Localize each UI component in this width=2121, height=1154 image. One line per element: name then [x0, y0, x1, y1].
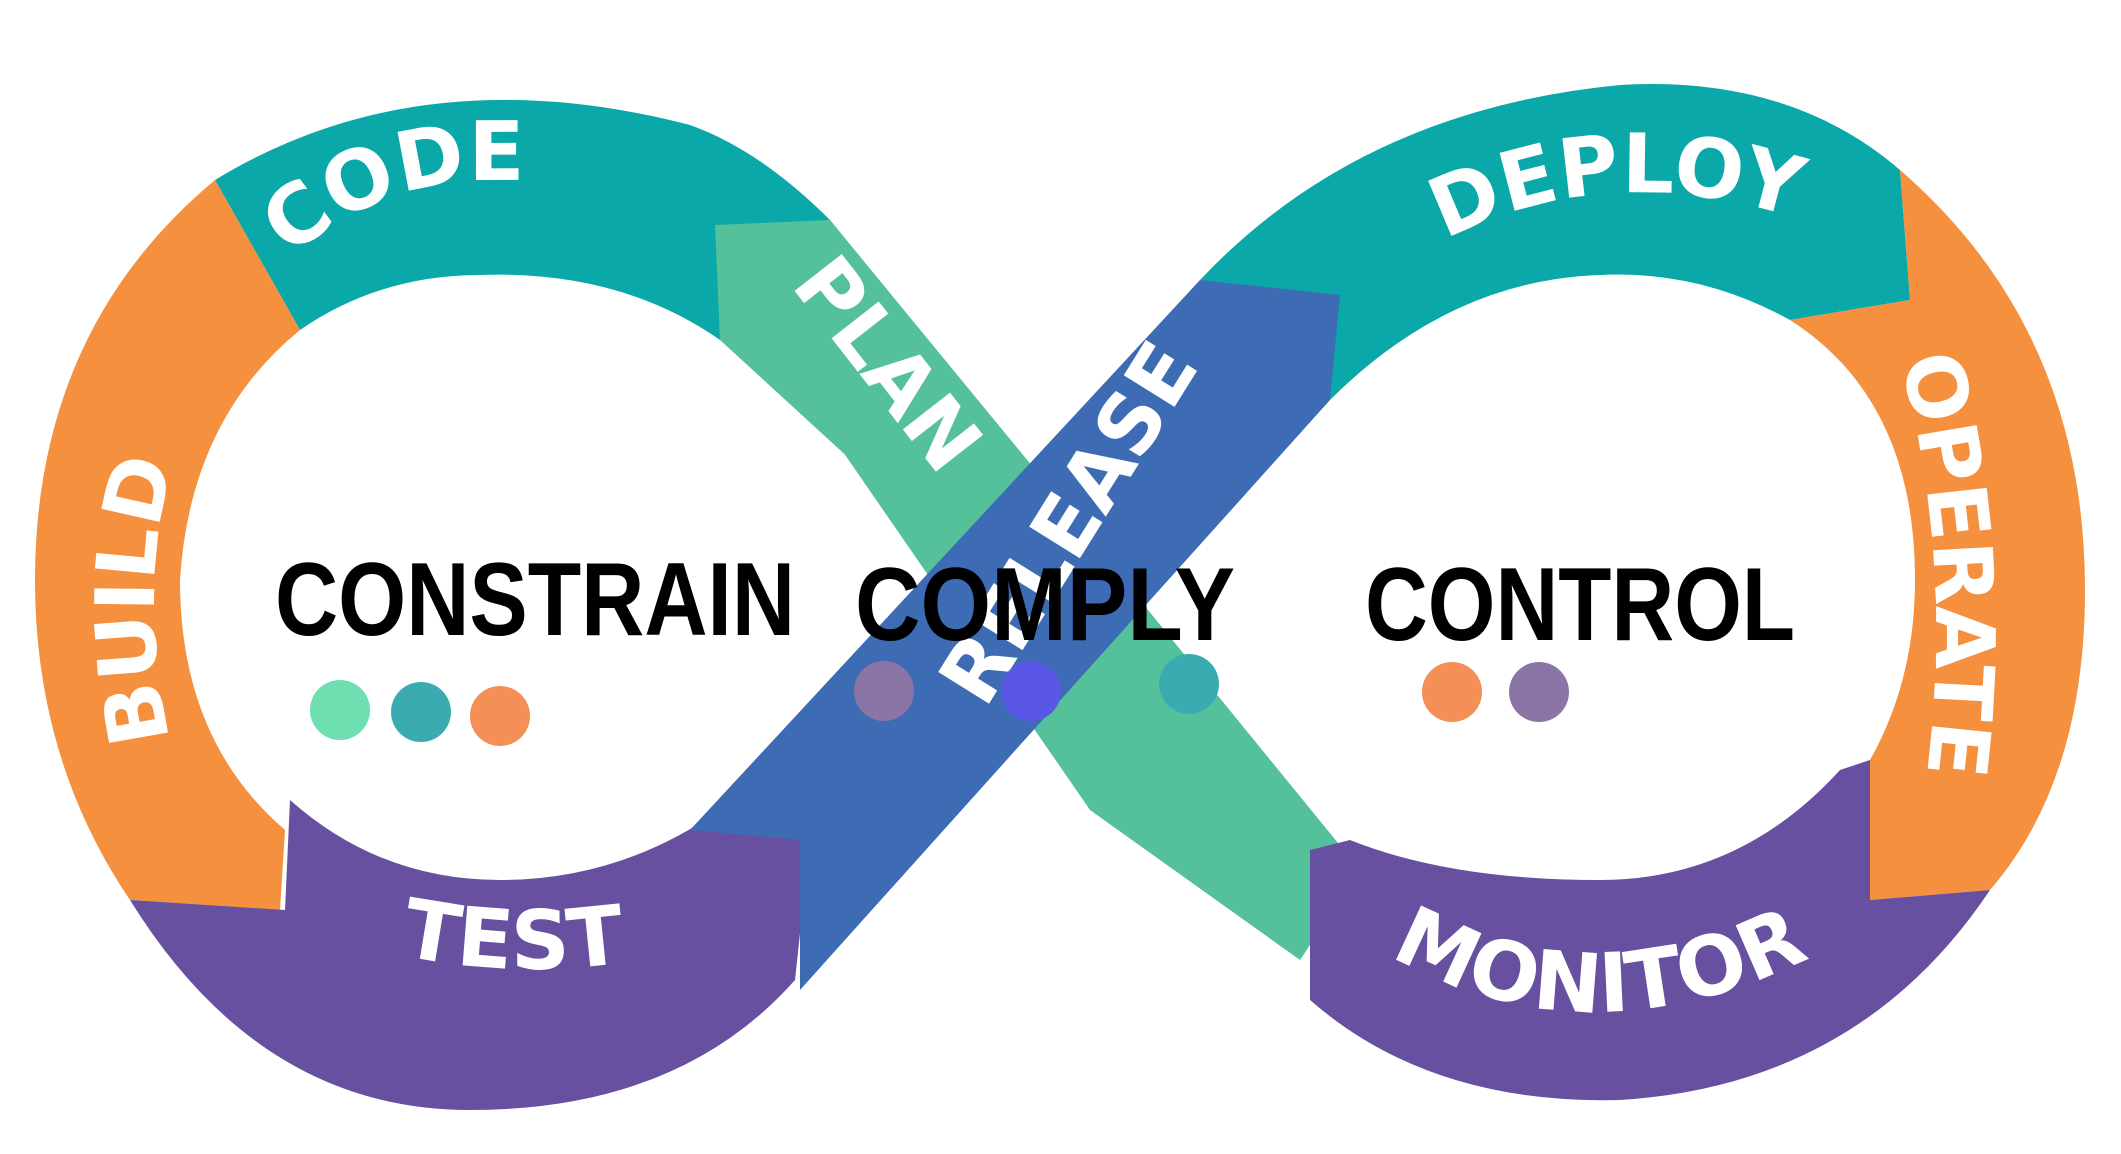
- constrain-dot-2: [391, 682, 451, 742]
- constrain-dot-3: [470, 686, 530, 746]
- comply-dot-2: [1001, 661, 1061, 721]
- control-dot-1: [1422, 662, 1482, 722]
- operate-segment: [1790, 170, 2085, 900]
- control-label: CONTROL: [1365, 547, 1795, 663]
- release-band: [690, 280, 1340, 990]
- deploy-segment: [1200, 84, 1910, 401]
- comply-label: COMPLY: [855, 547, 1235, 663]
- plan-arrow-head: [715, 220, 1060, 560]
- comply-dot-1: [854, 661, 914, 721]
- monitor-segment: [1310, 760, 1990, 1101]
- build-segment: [35, 180, 300, 910]
- constrain-dot-1: [310, 680, 370, 740]
- constrain-label: CONSTRAIN: [275, 542, 795, 658]
- control-dot-2: [1509, 662, 1569, 722]
- code-segment: [215, 99, 830, 340]
- build-label: BUILD: [78, 446, 192, 753]
- comply-dot-3: [1159, 654, 1219, 714]
- test-segment: [130, 800, 810, 1110]
- test-label: TEST: [397, 882, 628, 990]
